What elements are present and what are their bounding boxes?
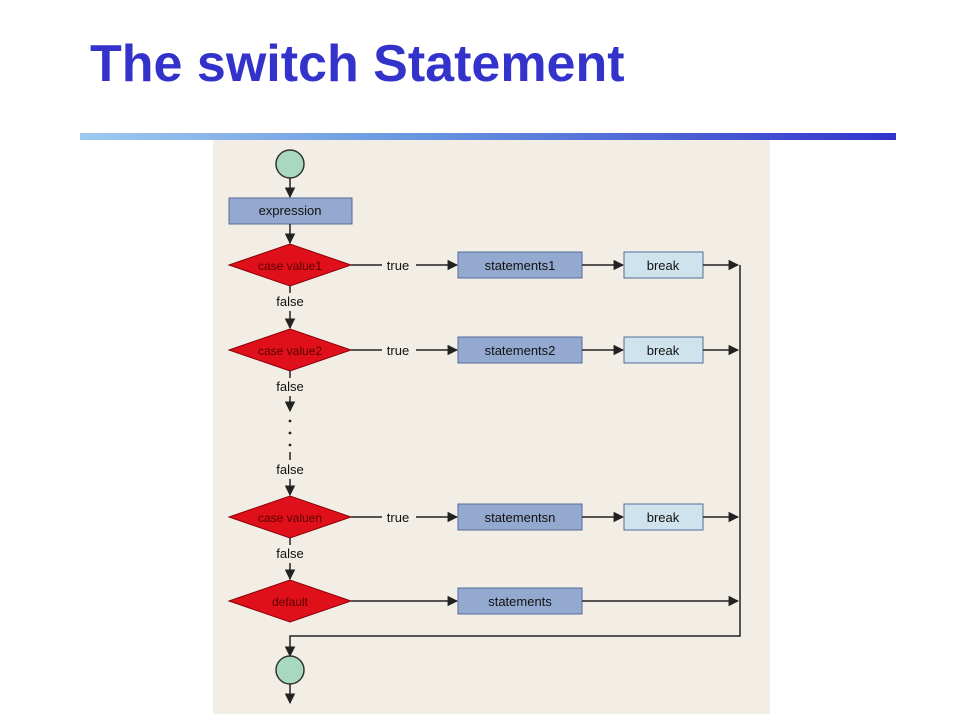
- case-2-true-label: true: [387, 343, 409, 358]
- case-1-row: case value1 true statements1 break false: [227, 243, 740, 330]
- case-n-true-label: true: [387, 510, 409, 525]
- case-2-condition-label: case value2: [258, 344, 322, 358]
- case-n-break-box: [623, 503, 704, 531]
- case-2-false-label: false: [276, 379, 303, 394]
- case-n-false-label: false: [276, 546, 303, 561]
- case-n-statements-label: statementsn: [485, 510, 556, 525]
- ellipsis-dots: [288, 419, 292, 447]
- case-1-break-label: break: [647, 258, 680, 273]
- start-terminal: [275, 149, 305, 179]
- end-terminal: [275, 655, 305, 685]
- default-statements-box: [457, 587, 583, 615]
- ellipsis-false-label: false: [276, 462, 303, 477]
- case-1-true-label: true: [387, 258, 409, 273]
- case-2-break-box: [623, 336, 704, 364]
- case-1-condition-label: case value1: [258, 259, 322, 273]
- exit-bus-connector: [284, 265, 741, 658]
- expression-label: expression: [259, 203, 322, 218]
- expression-box: expression: [228, 197, 353, 225]
- case-1-statements-box: [457, 251, 583, 279]
- case-2-statements-label: statements2: [485, 343, 556, 358]
- case-n-condition-label: case valuen: [258, 511, 322, 525]
- case-1-false-label: false: [276, 294, 303, 309]
- case-2-break-label: break: [647, 343, 680, 358]
- diagram-panel: [213, 140, 770, 714]
- slide-title: The switch Statement: [90, 35, 625, 93]
- default-row: default statements: [227, 579, 740, 623]
- case-2-row: case value2 true statements2 break false: [227, 328, 740, 413]
- case-n-row: case valuen true statementsn break false: [227, 495, 740, 581]
- default-condition-label: default: [272, 595, 309, 609]
- default-statements-label: statements: [488, 594, 552, 609]
- title-underline: [80, 133, 896, 140]
- case-2-statements-box: [457, 336, 583, 364]
- case-1-statements-label: statements1: [485, 258, 556, 273]
- case-n-break-label: break: [647, 510, 680, 525]
